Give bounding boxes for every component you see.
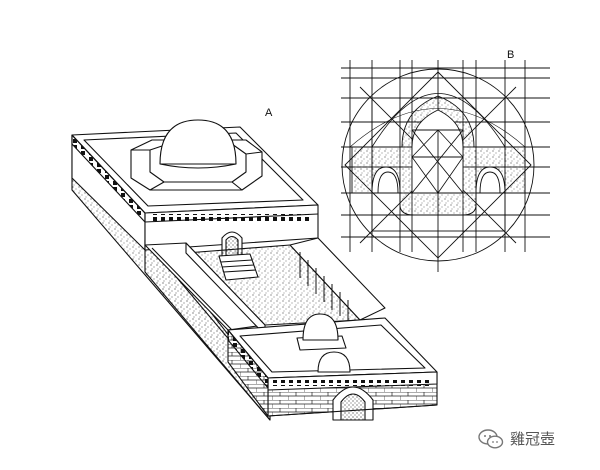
- colonnade: [289, 237, 386, 321]
- label-a: A: [265, 107, 273, 119]
- outer-circle: [341, 68, 535, 262]
- building-a: [71, 119, 438, 421]
- label-b: B: [507, 49, 515, 61]
- diamond-square: [344, 71, 532, 259]
- large-dome: [159, 119, 237, 165]
- section-arch: [411, 109, 464, 194]
- small-dome: [302, 313, 339, 341]
- courtyard-steps: [218, 253, 259, 281]
- colonnade-columns: [299, 252, 349, 322]
- lower-vault: [317, 351, 351, 373]
- watermark: 雞冠壺: [478, 428, 555, 449]
- geometric-diagram-b: [341, 60, 550, 272]
- chat-bubbles-icon: [478, 428, 504, 449]
- watermark-text: 雞冠壺: [510, 430, 556, 448]
